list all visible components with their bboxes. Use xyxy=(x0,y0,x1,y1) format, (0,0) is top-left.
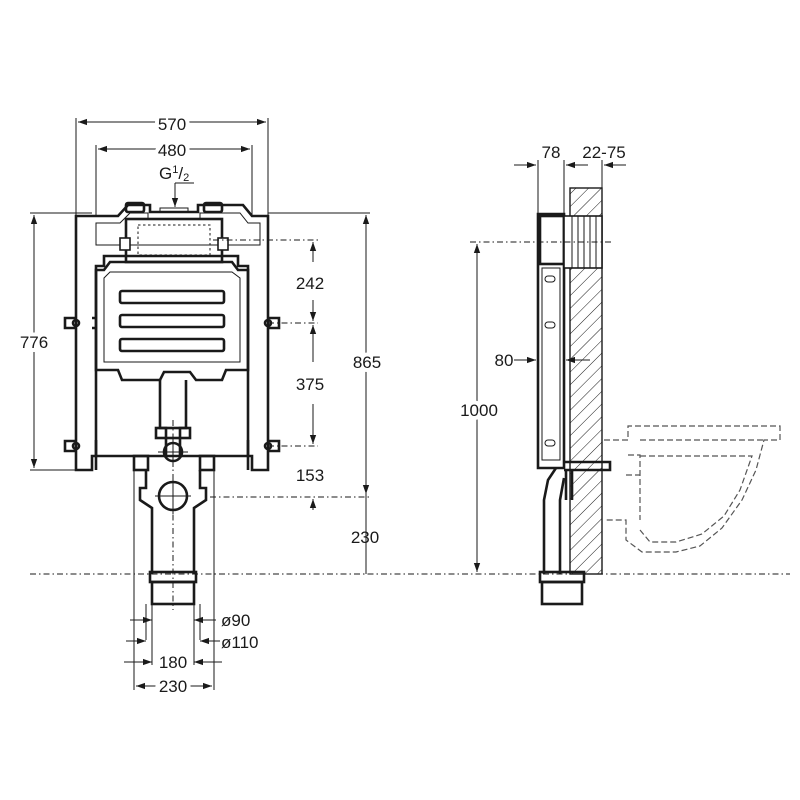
bracket-hole-tl xyxy=(71,318,81,328)
dim-wall-gap: 22-75 xyxy=(582,143,625,162)
side-slot-2 xyxy=(544,321,556,329)
bracket-hole-bl xyxy=(71,441,81,451)
side-drain-outlet xyxy=(540,580,584,606)
cistern-bar-3 xyxy=(118,337,226,353)
dim-width-inner: 480 xyxy=(158,141,186,160)
dim-height-frame: 776 xyxy=(20,333,48,352)
side-flush-outlet xyxy=(564,460,612,472)
dim-inlet-thread: G1/2 xyxy=(159,164,189,184)
side-top-box xyxy=(538,214,566,266)
dim-153: 153 xyxy=(296,466,324,485)
bracket-bottom-left xyxy=(63,439,76,453)
cistern-bar-1 xyxy=(118,289,226,305)
frame-lower xyxy=(94,440,250,470)
bracket-bottom-right xyxy=(268,439,281,453)
inlet-knob-left xyxy=(119,237,131,251)
dim-height-total: 865 xyxy=(353,353,381,372)
dim-230-vertical: 230 xyxy=(351,528,379,547)
side-frame-inner xyxy=(541,267,561,461)
drain-elbow xyxy=(138,470,208,574)
top-center-slot xyxy=(159,207,189,213)
cistern-inner xyxy=(103,271,241,363)
side-drain-pipe xyxy=(542,467,566,574)
inlet-knob-right xyxy=(217,237,229,251)
top-slot-right xyxy=(202,201,224,214)
dim-230-horizontal: 230 xyxy=(159,677,187,696)
drain-outlet xyxy=(150,580,196,606)
bracket-top-left xyxy=(63,316,96,330)
frame-outline xyxy=(74,203,270,472)
dim-depth-frame: 78 xyxy=(542,143,561,162)
foot-left xyxy=(132,454,150,472)
side-slot-3 xyxy=(544,439,556,447)
foot-right xyxy=(198,454,216,472)
wc-pan-outline xyxy=(604,425,781,553)
dim-depth-80: 80 xyxy=(495,351,514,370)
dim-pipe-d90: ø90 xyxy=(221,611,250,630)
dim-pipe-d110: ø110 xyxy=(221,633,259,652)
inlet-window-inner xyxy=(137,224,211,256)
dim-242: 242 xyxy=(296,274,324,293)
dim-180: 180 xyxy=(159,653,187,672)
side-slot-1 xyxy=(544,275,556,283)
cistern-bar-2 xyxy=(118,313,226,329)
side-view: 78 22-75 1000 80 xyxy=(456,143,781,606)
bracket-top-right xyxy=(268,316,281,330)
wc-pan-inner xyxy=(639,455,753,543)
front-view: 570 480 G1/2 776 865 242 375 153 xyxy=(16,111,385,700)
dim-width-outer: 570 xyxy=(158,115,186,134)
side-bolts xyxy=(564,470,574,500)
side-frame xyxy=(536,212,566,470)
dim-height-1000: 1000 xyxy=(460,401,498,420)
dim-375: 375 xyxy=(296,375,324,394)
top-slot-left xyxy=(124,201,146,214)
